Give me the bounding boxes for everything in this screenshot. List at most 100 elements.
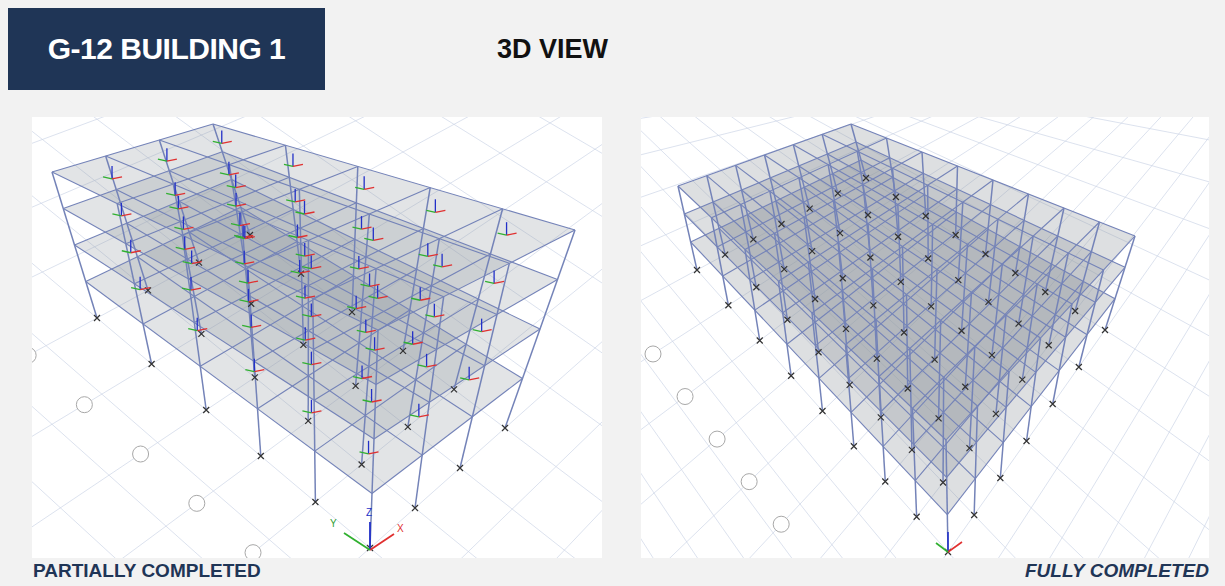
axis-y bbox=[411, 298, 420, 300]
axis-x bbox=[236, 186, 246, 188]
support-symbol bbox=[953, 232, 959, 238]
beam bbox=[804, 187, 1059, 370]
grid-line bbox=[32, 117, 602, 558]
axis-z bbox=[292, 153, 293, 166]
grid-bubble bbox=[741, 474, 757, 490]
grid-line bbox=[641, 117, 1209, 546]
axis-z bbox=[174, 182, 175, 195]
axis-x bbox=[427, 365, 437, 367]
support-symbol bbox=[870, 302, 876, 308]
axis-z bbox=[361, 216, 362, 229]
axis-z bbox=[184, 236, 185, 249]
axis-x bbox=[251, 325, 261, 327]
column bbox=[707, 176, 725, 255]
support-symbol bbox=[928, 303, 934, 309]
column bbox=[1053, 304, 1072, 404]
support-symbol bbox=[300, 342, 306, 348]
column bbox=[106, 156, 148, 290]
support-symbol bbox=[349, 309, 355, 315]
axis-z bbox=[197, 318, 198, 331]
column bbox=[505, 230, 575, 428]
grid-line bbox=[32, 117, 602, 558]
column bbox=[182, 235, 206, 410]
support-symbol bbox=[258, 453, 264, 459]
grid-line bbox=[641, 117, 1209, 119]
axis-y bbox=[103, 177, 112, 179]
axis-y bbox=[288, 235, 297, 237]
axis-y bbox=[239, 281, 248, 283]
axis-y bbox=[364, 238, 373, 240]
column bbox=[913, 408, 917, 517]
axis-y bbox=[366, 348, 375, 350]
axis-y bbox=[355, 187, 364, 189]
axis-y bbox=[169, 207, 178, 209]
beam bbox=[799, 166, 1066, 337]
axis-y bbox=[242, 325, 251, 327]
axis-x bbox=[112, 177, 122, 179]
beam bbox=[914, 252, 1092, 445]
grid-line bbox=[32, 117, 602, 499]
beam bbox=[691, 242, 948, 515]
axis-x bbox=[434, 315, 444, 317]
support-symbol bbox=[816, 349, 822, 355]
column bbox=[910, 348, 912, 450]
beam bbox=[254, 269, 416, 361]
column bbox=[903, 247, 905, 333]
support-symbol bbox=[305, 418, 311, 424]
global-y bbox=[344, 533, 370, 550]
column bbox=[922, 152, 926, 216]
axis-x bbox=[362, 377, 372, 379]
axis-x bbox=[362, 227, 372, 229]
axis-z bbox=[235, 175, 236, 188]
grid-line bbox=[641, 117, 1209, 558]
axis-y bbox=[239, 300, 248, 302]
axis-y bbox=[296, 212, 305, 214]
column bbox=[935, 269, 937, 359]
grid-line bbox=[32, 117, 602, 558]
axis-z bbox=[248, 289, 249, 302]
grid-line bbox=[641, 117, 1209, 126]
support-symbol bbox=[757, 338, 763, 344]
column bbox=[1015, 194, 1028, 273]
building-model bbox=[32, 117, 602, 558]
global-axes bbox=[936, 532, 962, 552]
grid-bubble bbox=[773, 516, 789, 532]
global-z bbox=[947, 532, 949, 552]
support-symbol bbox=[252, 374, 258, 380]
axis-z bbox=[481, 319, 482, 332]
axis-z bbox=[228, 162, 229, 175]
axis-x bbox=[482, 330, 492, 332]
support-symbol bbox=[923, 213, 929, 219]
grid-line bbox=[641, 117, 1209, 558]
global-y bbox=[936, 543, 948, 552]
axis-y bbox=[473, 330, 482, 332]
axis-z bbox=[435, 199, 436, 212]
column bbox=[887, 138, 896, 197]
support-symbol bbox=[812, 296, 818, 302]
view-caption: FULLY COMPLETED bbox=[1025, 560, 1209, 582]
axis-z bbox=[356, 296, 357, 309]
frame bbox=[52, 124, 575, 548]
grid-line bbox=[641, 117, 1209, 558]
axis-z bbox=[251, 314, 252, 327]
support-symbol bbox=[895, 234, 901, 240]
axis-z bbox=[244, 251, 245, 264]
support-symbol bbox=[971, 512, 977, 518]
support-symbol bbox=[1019, 377, 1025, 383]
axis-y bbox=[291, 271, 300, 273]
axis-x bbox=[435, 210, 445, 212]
axis-y bbox=[418, 365, 427, 367]
beam bbox=[75, 245, 375, 439]
grid-line bbox=[32, 117, 602, 545]
axis-x bbox=[295, 200, 305, 202]
global-z bbox=[369, 522, 371, 550]
axis-y bbox=[410, 415, 419, 417]
grid-line bbox=[641, 117, 1209, 558]
image-panel bbox=[641, 117, 1209, 558]
axis-x bbox=[442, 265, 452, 267]
grid-line bbox=[641, 117, 1209, 480]
axis-z bbox=[374, 337, 375, 350]
grid-line bbox=[641, 117, 1209, 558]
grid-line bbox=[641, 117, 1209, 558]
column bbox=[1105, 236, 1135, 330]
